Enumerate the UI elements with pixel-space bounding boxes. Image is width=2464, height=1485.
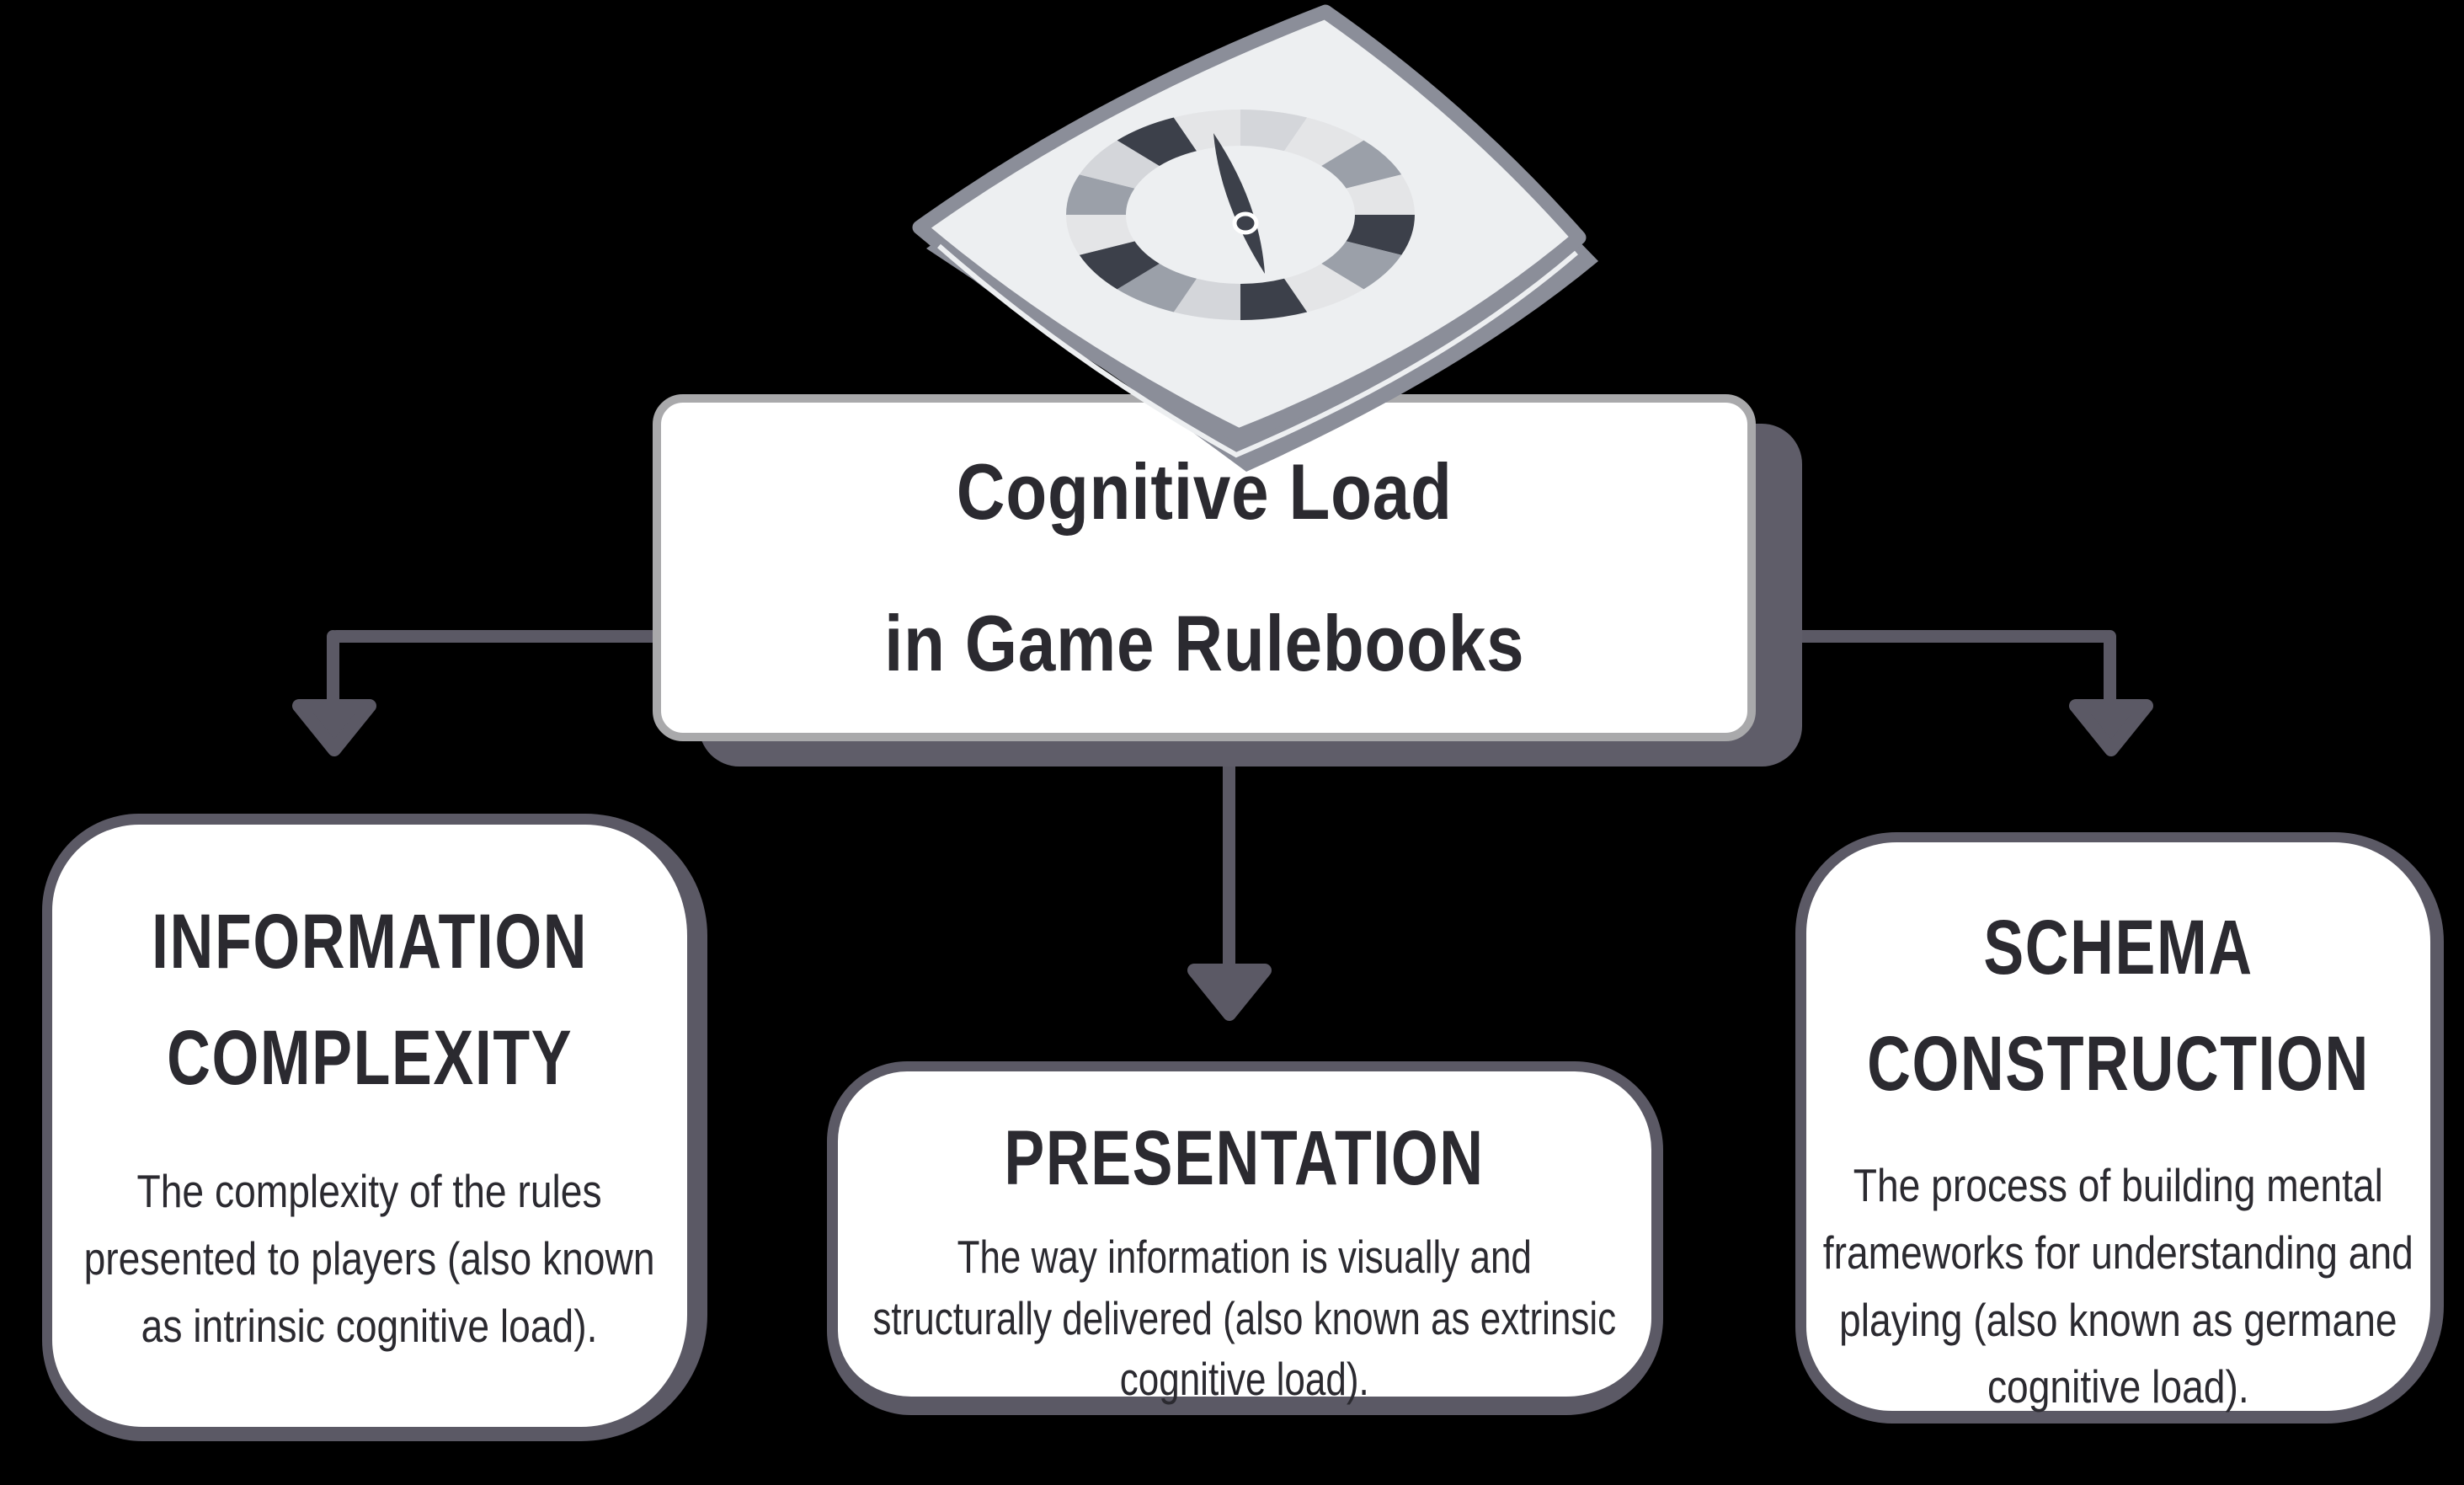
card-body: The way information is visually and stru… [872,1231,1617,1406]
spinner-ring-segment [1173,110,1240,152]
spinner-ring-segment [1284,117,1364,166]
card-heading: PRESENTATION [1004,1115,1485,1201]
arrow-down-icon [2069,699,2153,756]
spinner-ring-segment [1321,140,1402,189]
spinner-ring-segment [1346,174,1415,215]
card-schema-construction: SCHEMA CONSTRUCTION The process of build… [1795,832,2444,1424]
connector-right-vertical [2104,630,2116,719]
connector-middle-vertical [1223,729,1235,979]
connector-left-horizontal [330,630,667,643]
arrow-down-icon [1187,964,1272,1021]
arrow-down-icon-left [292,699,376,756]
spinner-ring-segment [1173,278,1240,320]
spinner-needle-hub [1232,211,1259,235]
arrow-down-icon-right [2069,699,2153,756]
title-card: Cognitive Load in Game Rulebooks [653,394,1756,741]
spinner-ring-segment [1117,264,1197,312]
spinner-ring-segment [1079,140,1160,189]
game-spinner-icon [912,4,1598,472]
spinner-ring [1066,110,1415,320]
diagram-title: Cognitive Load in Game Rulebooks [883,446,1525,687]
card-heading: SCHEMA CONSTRUCTION [1867,905,2370,1107]
spinner-ring-segment [1240,278,1308,320]
spinner-needle [1213,133,1265,274]
spinner-ring-segment [1321,241,1402,290]
game-spinner-illustration [893,0,1634,543]
card-body: The process of building mental framework… [1822,1159,2414,1413]
card-presentation: PRESENTATION The way information is visu… [827,1061,1663,1415]
arrow-down-icon-middle [1187,964,1272,1021]
connector-left-vertical [327,630,339,719]
spinner-ring-segment [1346,215,1415,255]
spinner-ring-segment [1117,117,1197,166]
spinner-ring-segment [1066,174,1135,215]
arrow-down-icon [292,699,376,756]
spinner-board-edge-highlight [937,243,1578,458]
card-body: The complexity of the rules presented to… [84,1165,655,1352]
spinner-ring-segment [1066,215,1135,255]
spinner-ring-segment [1284,264,1364,312]
card-information-complexity: INFORMATION COMPLEXITY The complexity of… [42,814,707,1441]
spinner-ring-segment [1240,110,1308,152]
connector-right-horizontal [1754,630,2115,643]
card-heading: INFORMATION COMPLEXITY [151,899,589,1101]
spinner-ring-segment [1079,241,1160,290]
